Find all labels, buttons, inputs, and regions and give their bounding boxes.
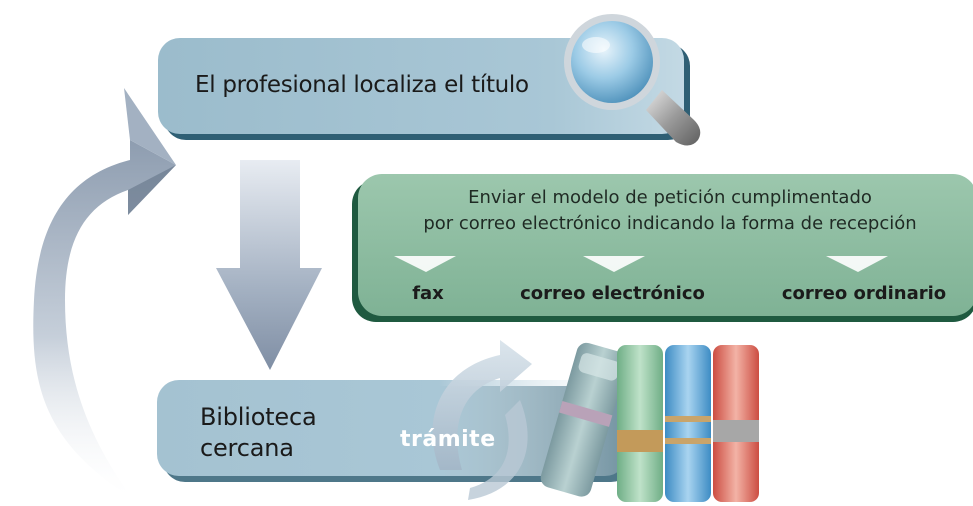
down-arrow-icon: [216, 160, 322, 370]
request-text-line1: Enviar el modelo de petición cumplimenta…: [468, 187, 872, 208]
library-label-line2: cercana: [200, 434, 294, 462]
request-box: [352, 174, 973, 322]
title-step-box: [158, 38, 690, 140]
magnifier-icon: [564, 14, 701, 146]
mail-arrow-icon: [826, 256, 888, 272]
option-fax: fax: [412, 283, 444, 304]
loop-arrow-icon: [33, 88, 176, 498]
library-label: Biblioteca cercana: [200, 402, 317, 464]
cycle-arrow-icon: [432, 340, 532, 500]
option-postal-mail: correo ordinario: [781, 283, 947, 304]
option-email: correo electrónico: [520, 283, 705, 304]
process-label: trámite: [400, 427, 496, 452]
book-spines-icon: [540, 342, 759, 502]
fax-arrow-icon: [394, 256, 456, 272]
library-label-line1: Biblioteca: [200, 403, 317, 431]
step-title-text: El profesional localiza el título: [195, 72, 529, 98]
request-text-line2: por correo electrónico indicando la form…: [423, 213, 917, 234]
email-arrow-icon: [583, 256, 645, 272]
